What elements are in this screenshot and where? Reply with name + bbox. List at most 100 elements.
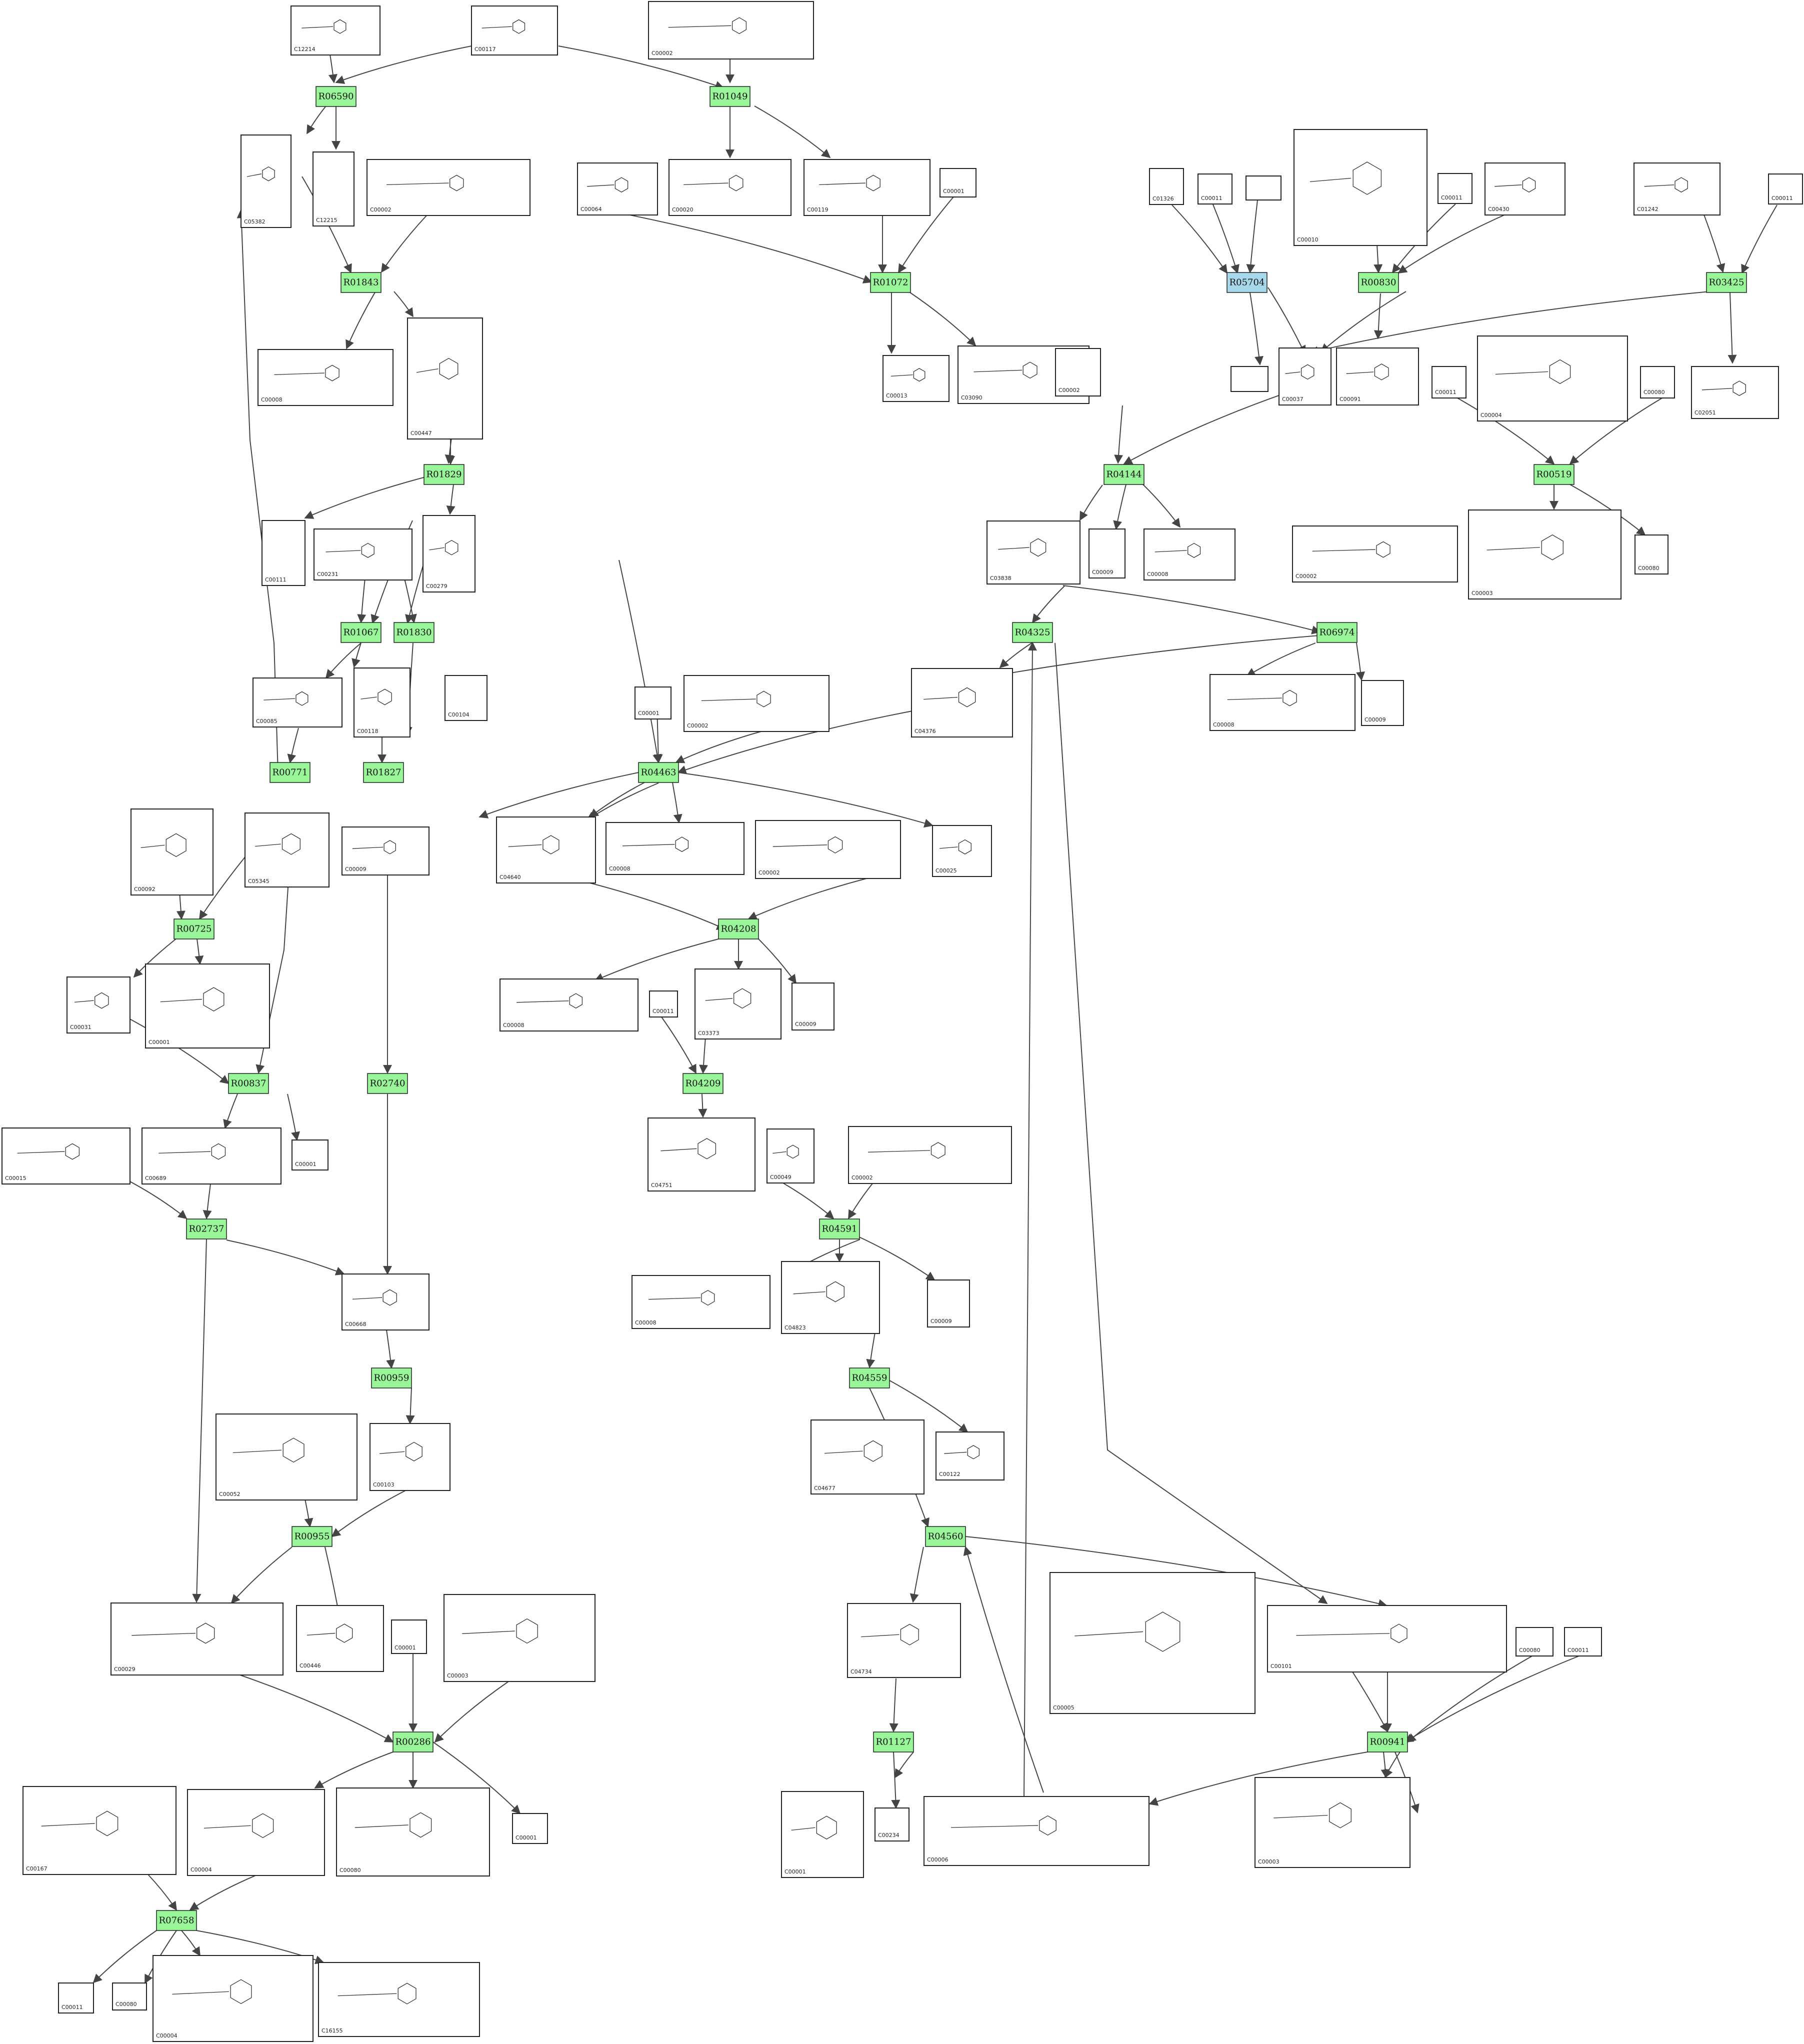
compound-node[interactable]: C01326 [1149, 168, 1184, 205]
compound-node[interactable]: C00011 [1564, 1627, 1602, 1656]
compound-node[interactable]: C00006 [924, 1796, 1150, 1866]
compound-node[interactable]: C00015 [2, 1128, 130, 1184]
compound-node[interactable]: C00231 [314, 528, 412, 580]
reaction-node[interactable]: R00837 [228, 1073, 269, 1094]
reaction-node[interactable]: R04559 [849, 1368, 890, 1388]
reaction-node[interactable]: R02740 [367, 1073, 408, 1094]
compound-node[interactable]: C00004 [187, 1789, 325, 1876]
compound-node[interactable]: C00008 [632, 1275, 770, 1329]
compound-node[interactable]: C00004 [152, 1955, 314, 2042]
compound-node[interactable]: C00001 [145, 964, 270, 1048]
compound-node[interactable]: C05382 [240, 134, 292, 228]
compound-node[interactable]: C00689 [142, 1128, 282, 1184]
compound-node[interactable]: C00003 [1468, 510, 1622, 600]
compound-node[interactable]: C00009 [792, 982, 834, 1030]
compound-node[interactable]: C00010 [1294, 129, 1428, 246]
compound-node[interactable]: C04640 [496, 816, 596, 884]
compound-node[interactable]: C00029 [110, 1602, 284, 1676]
reaction-node[interactable]: R01067 [340, 622, 382, 643]
compound-node[interactable]: C00001 [391, 1620, 427, 1654]
compound-node[interactable]: C00001 [634, 686, 672, 720]
compound-node[interactable]: C03373 [694, 968, 782, 1040]
compound-node[interactable]: C00080 [1634, 534, 1668, 574]
compound-node[interactable]: C00011 [1768, 174, 1803, 204]
compound-node[interactable]: C00002 [1055, 348, 1101, 396]
compound-node[interactable]: C00117 [471, 6, 558, 56]
compound-node[interactable]: C00103 [370, 1423, 450, 1491]
reaction-node[interactable]: R07658 [156, 1910, 197, 1931]
compound-node[interactable]: C00080 [336, 1788, 490, 1876]
compound-node[interactable]: C00101 [1267, 1605, 1507, 1672]
compound-node[interactable]: C00013 [882, 355, 950, 402]
compound-node[interactable]: C00008 [258, 349, 394, 406]
compound-node[interactable]: C00009 [927, 1280, 970, 1328]
compound-node[interactable]: C01242 [1634, 162, 1720, 216]
compound-node[interactable]: C00430 [1484, 162, 1566, 216]
reaction-node[interactable]: R01843 [340, 272, 382, 293]
reaction-node[interactable]: R00725 [174, 918, 214, 940]
compound-node[interactable]: C00002 [648, 1, 814, 60]
compound-node[interactable]: C00003 [1254, 1777, 1410, 1868]
compound-node[interactable]: C00003 [444, 1594, 596, 1682]
compound-node[interactable]: C00008 [1144, 528, 1236, 580]
compound-node[interactable]: C00001 [512, 1813, 548, 1844]
compound-node[interactable]: C00011 [58, 1982, 94, 2014]
compound-node[interactable]: C00005 [1050, 1572, 1256, 1714]
compound-node[interactable]: C00080 [1516, 1627, 1554, 1656]
compound-node[interactable]: C00446 [296, 1605, 384, 1672]
compound-node[interactable]: C00008 [606, 822, 744, 875]
compound-node[interactable]: C04823 [781, 1261, 880, 1334]
reaction-node[interactable]: R00830 [1358, 272, 1399, 293]
compound-node[interactable]: C00002 [1292, 526, 1458, 582]
compound-node[interactable]: C00064 [577, 162, 658, 216]
compound-node[interactable]: C00002 [755, 820, 901, 879]
compound-node[interactable]: C00009 [1088, 528, 1126, 578]
compound-node[interactable]: C00004 [1477, 336, 1628, 422]
compound-node[interactable] [1230, 366, 1268, 392]
compound-node[interactable]: C00091 [1336, 348, 1419, 406]
compound-node[interactable]: C00037 [1278, 348, 1332, 406]
reaction-node[interactable]: R04144 [1104, 464, 1144, 485]
reaction-node[interactable]: R01049 [710, 86, 750, 107]
reaction-node[interactable]: R01829 [424, 464, 464, 485]
compound-node[interactable]: C00279 [422, 515, 476, 592]
compound-node[interactable]: C00011 [649, 990, 678, 1018]
compound-node[interactable]: C04376 [911, 668, 1013, 738]
compound-node[interactable]: C00122 [936, 1432, 1004, 1480]
compound-node[interactable]: C00167 [22, 1786, 176, 1875]
compound-node[interactable]: C00031 [66, 976, 130, 1034]
compound-node[interactable]: C00668 [342, 1274, 430, 1330]
compound-node[interactable]: C00011 [1198, 174, 1232, 204]
reaction-node[interactable]: R05704 [1226, 272, 1268, 293]
compound-node[interactable]: C00009 [1361, 680, 1404, 726]
compound-node[interactable]: C00001 [781, 1791, 864, 1878]
reaction-node[interactable]: R04325 [1012, 622, 1053, 643]
reaction-node[interactable]: R00771 [270, 762, 310, 783]
reaction-node[interactable]: R00941 [1367, 1732, 1408, 1752]
reaction-node[interactable]: R01072 [870, 272, 911, 293]
compound-node[interactable]: C00025 [932, 825, 992, 877]
compound-node[interactable] [1246, 176, 1282, 200]
compound-node[interactable]: C00118 [354, 668, 410, 738]
reaction-node[interactable]: R01127 [873, 1732, 914, 1752]
compound-node[interactable]: C00111 [262, 520, 306, 586]
compound-node[interactable]: C00092 [130, 808, 214, 896]
compound-node[interactable]: C00020 [668, 159, 792, 216]
reaction-node[interactable]: R00955 [292, 1526, 332, 1547]
compound-node[interactable]: C00080 [1640, 366, 1675, 398]
compound-node[interactable]: C00119 [804, 159, 930, 216]
reaction-node[interactable]: R00959 [371, 1368, 412, 1388]
reaction-node[interactable]: R04209 [682, 1073, 724, 1094]
compound-node[interactable]: C00049 [766, 1128, 814, 1184]
reaction-node[interactable]: R01830 [394, 622, 434, 643]
compound-node[interactable]: C00085 [252, 678, 342, 728]
reaction-node[interactable]: R04208 [718, 918, 759, 940]
compound-node[interactable]: C04734 [847, 1603, 961, 1678]
compound-node[interactable]: C12214 [290, 6, 380, 56]
compound-node[interactable]: C05345 [244, 812, 330, 888]
reaction-node[interactable]: R04560 [925, 1526, 966, 1547]
compound-node[interactable]: C00234 [874, 1808, 910, 1842]
compound-node[interactable]: C16155 [318, 1962, 480, 2037]
reaction-node[interactable]: R03425 [1706, 272, 1747, 293]
compound-node[interactable]: C00011 [1438, 173, 1472, 204]
